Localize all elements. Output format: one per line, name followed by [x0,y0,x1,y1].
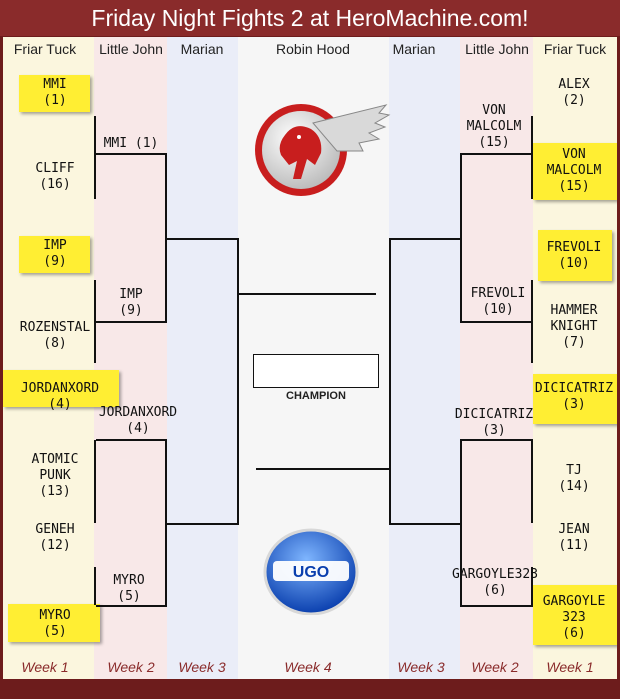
right-r1-entry: DICICATRIZ (3) [534,381,614,412]
bracket-line [389,238,391,525]
bracket-line [237,238,239,525]
header-marian-right: Marian [392,41,436,57]
bracket-line [165,439,167,607]
bracket-line [94,116,96,199]
highlight-myro [8,604,100,642]
bracket-line [96,439,166,441]
tournament-bracket: Friar Tuck Little John Marian Robin Hood… [3,37,617,679]
bracket-line [239,293,376,295]
bracket-line [165,153,167,323]
champion-label: CHAMPION [286,390,346,402]
col-marian-right [389,37,460,679]
left-r2-entry: MYRO (5) [113,573,145,604]
bracket-line [389,238,461,240]
bracket-line [460,153,462,323]
header-marian-left: Marian [180,41,224,57]
left-r1-entry: JORDANXORD (4) [20,381,100,412]
header-friar-tuck-right: Friar Tuck [543,41,607,57]
bracket-line [460,605,533,607]
right-r2-entry: DICICATRIZ (3) [454,407,534,438]
bracket-line [94,567,96,605]
col-friar-tuck-left [3,37,94,679]
bracket-line [94,280,96,363]
header-little-john-right: Little John [465,41,529,57]
left-r1-entry: CLIFF (16) [35,161,75,192]
week-label-right-1: Week 1 [546,659,594,675]
highlight-imp [19,236,90,273]
highlight-mmi [19,75,90,112]
right-r1-entry: HAMMER KNIGHT (7) [550,303,598,350]
left-r2-entry: MMI (1) [103,136,159,151]
bracket-line [460,321,533,323]
col-little-john-left [94,37,167,679]
left-r2-entry: JORDANXORD (4) [98,405,178,436]
left-r2-entry: IMP (9) [119,287,143,318]
right-r2-entry: GARGOYLE323 (6) [451,567,539,598]
header-robin-hood: Robin Hood [276,41,350,57]
right-r1-entry: FREVOLI (10) [546,240,602,271]
highlight-von-malcolm [533,143,617,200]
bracket-line [167,238,239,240]
highlight-dicicatriz [533,374,617,424]
right-r2-entry: VON MALCOLM (15) [466,103,522,150]
bracket-line [531,116,533,199]
bracket-line [531,280,533,363]
right-r1-entry: TJ (14) [558,463,590,494]
header-friar-tuck-left: Friar Tuck [13,41,77,57]
left-r1-entry: MMI (1) [43,77,67,108]
bracket-line [531,567,533,605]
bracket-line [460,439,462,607]
right-r1-entry: JEAN (11) [558,522,590,553]
week-label-right-2: Week 2 [471,659,519,675]
bracket-line [389,523,461,525]
week-label-left-1: Week 1 [21,659,69,675]
bracket-line [460,153,533,155]
bracket-line [96,153,166,155]
bracket-line [531,440,533,523]
right-r1-entry: VON MALCOLM (15) [546,147,602,194]
bottom-frame [0,679,620,699]
col-marian-left [167,37,238,679]
week-label-center-4: Week 4 [284,659,332,675]
ugo-logo-icon: UGO [263,528,359,615]
left-r1-entry: IMP (9) [43,238,67,269]
right-r2-entry: FREVOLI (10) [470,286,526,317]
left-r1-entry: ROZENSTAL (8) [19,320,91,351]
champion-box [253,354,379,388]
bracket-line [167,523,239,525]
week-label-left-3: Week 3 [178,659,226,675]
right-r1-entry: ALEX (2) [558,77,590,108]
bracket-line [96,321,166,323]
col-little-john-right [460,37,533,679]
left-r1-entry: MYRO (5) [39,608,71,639]
left-r1-entry: GENEH (12) [35,522,75,553]
page-title: Friday Night Fights 2 at HeroMachine.com… [0,0,620,36]
pegasus-logo-icon [255,104,391,196]
left-r1-entry: ATOMIC PUNK (13) [31,452,79,499]
week-label-left-2: Week 2 [107,659,155,675]
bracket-line [256,468,391,470]
header-little-john-left: Little John [99,41,163,57]
bracket-line [96,605,166,607]
highlight-gargoyle [533,585,617,645]
week-label-right-3: Week 3 [397,659,445,675]
bracket-line [460,439,533,441]
bracket-line [94,440,96,523]
highlight-jordanxord [3,370,119,407]
ugo-logo-text: UGO [293,564,329,581]
right-r1-entry: GARGOYLE 323 (6) [542,594,606,641]
highlight-frevoli [538,230,612,281]
